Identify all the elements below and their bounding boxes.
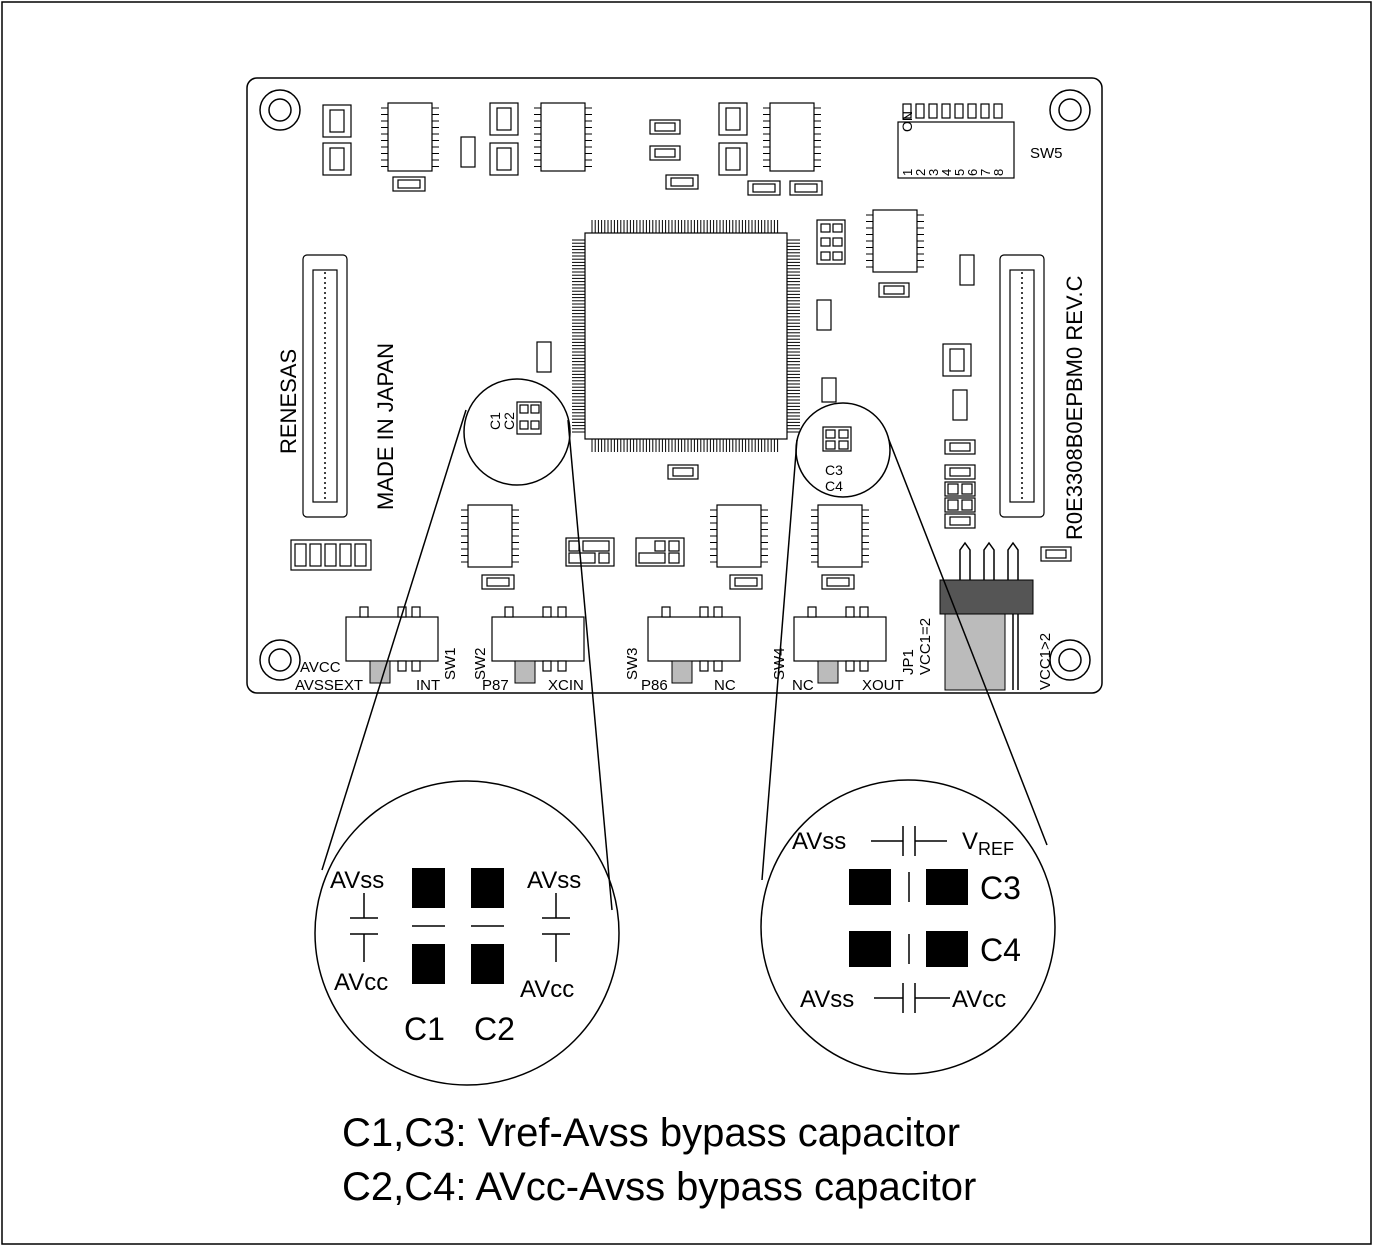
avcc-bottom-label: AVcc	[952, 986, 1006, 1013]
avcc-right-label: AVcc	[520, 976, 574, 1003]
jumper-jp1	[939, 541, 1034, 691]
magnifier-c3c4: C3 C4	[795, 402, 891, 498]
top-components	[322, 102, 823, 196]
lower-components	[467, 464, 863, 590]
board-c3-label: C3	[825, 462, 843, 478]
right-connector	[999, 254, 1045, 518]
sw5-number: 5	[952, 169, 967, 176]
caption-line-2: C2,C4: AVcc-Avss bypass capacitor	[342, 1165, 976, 1209]
dip-switch-sw5: SW5 ON	[897, 103, 1063, 179]
board-c2-label: C2	[501, 412, 517, 430]
sw5-number: 4	[939, 169, 954, 176]
jp1-label: JP1	[900, 649, 917, 675]
nc3-label: NC	[714, 677, 736, 694]
mounting-holes	[259, 89, 1091, 681]
sw5-number: 2	[913, 169, 928, 176]
avss-right-label: AVss	[527, 867, 581, 894]
vcc1-eq2-label: VCC1=2	[917, 618, 934, 675]
c2-bottom-pad	[471, 944, 504, 984]
vref-subscript: REF	[978, 839, 1014, 859]
sw5-number: 3	[926, 169, 941, 176]
magnifier-c1c2: C1 C2	[463, 378, 571, 486]
maker-text: RENESAS	[276, 349, 301, 454]
left-connector	[302, 254, 348, 518]
c3-left-pad	[849, 869, 891, 905]
zoom-c3-label: C3	[980, 870, 1021, 906]
vref-label: VREF	[962, 828, 1014, 859]
board-c4-label: C4	[825, 478, 843, 494]
avss-top-label: AVss	[792, 828, 846, 855]
zoom-detail-c3c4: AVss VREF C3 C4 AVss AVcc	[760, 779, 1056, 1075]
zoom-lines	[321, 409, 1048, 911]
sw3-label: SW3	[624, 647, 641, 680]
xcin-label: XCIN	[548, 677, 584, 694]
avcc-label: AVCC	[300, 659, 341, 676]
c4-left-pad	[849, 931, 891, 967]
right-components	[536, 209, 1072, 562]
c1-top-pad	[412, 868, 445, 908]
sw5-on-label: ON	[899, 111, 915, 132]
zoom-c4-label: C4	[980, 932, 1021, 968]
c1-bottom-pad	[412, 944, 445, 984]
sw5-label: SW5	[1030, 145, 1063, 162]
slide-switches	[345, 606, 887, 684]
resistor-array	[290, 539, 372, 571]
board-c1-label: C1	[487, 412, 503, 430]
c2-top-pad	[471, 868, 504, 908]
avssext-label: AVSSEXT	[295, 677, 363, 694]
sw5-number: 8	[991, 169, 1006, 176]
sw5-number: 6	[965, 169, 980, 176]
zoom-detail-c1c2: AVss AVss AVcc AVcc C1 C2	[314, 780, 620, 1086]
sw5-number: 7	[978, 169, 993, 176]
mcu-chip	[381, 107, 924, 563]
int-label: INT	[416, 677, 440, 694]
p87-label: P87	[482, 677, 509, 694]
board-outline	[246, 77, 1103, 694]
c3-right-pad	[926, 869, 968, 905]
p86-label: P86	[641, 677, 668, 694]
zoom-c1-label: C1	[404, 1011, 445, 1047]
caption-line-1: C1,C3: Vref-Avss bypass capacitor	[342, 1111, 960, 1155]
nc4-label: NC	[792, 677, 814, 694]
avcc-left-label: AVcc	[334, 969, 388, 996]
part-number-text: R0E3308B0EPBM0 REV.C	[1062, 275, 1087, 540]
avss-left-label: AVss	[330, 867, 384, 894]
zoom-c2-label: C2	[474, 1011, 515, 1047]
xout-label: XOUT	[862, 677, 904, 694]
sw1-label: SW1	[442, 647, 459, 680]
vref-main: V	[962, 828, 978, 855]
c4-right-pad	[926, 931, 968, 967]
sw5-number: 1	[900, 169, 915, 176]
avss-bottom-label: AVss	[800, 986, 854, 1013]
origin-text: MADE IN JAPAN	[373, 343, 398, 510]
vcc1-gt2-label: VCC1>2	[1037, 633, 1054, 690]
sw2-label: SW2	[472, 647, 489, 680]
